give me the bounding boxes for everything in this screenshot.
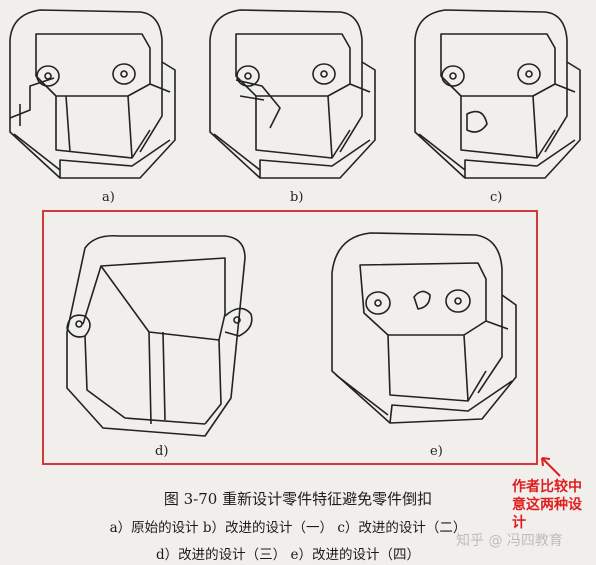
figure-label-a: a)	[102, 190, 115, 205]
figure-label-e: e)	[430, 444, 443, 459]
figure-caption-title: 图 3-70 重新设计零件特征避免零件倒扣	[163, 490, 433, 508]
part-drawing-c	[414, 9, 581, 179]
figure-label-c: c)	[490, 190, 503, 205]
figure-caption-line-2: d）改进的设计（三） e）改进的设计（四）	[156, 547, 420, 563]
annotation-note: 作者比较中意这两种设计	[512, 479, 582, 531]
figure-label-d: d)	[155, 444, 169, 459]
part-drawing-e	[331, 232, 517, 424]
figure-caption-line-1: a）原始的设计 b）改进的设计（一） c）改进的设计（二）	[109, 520, 467, 536]
highlight-box	[42, 210, 538, 465]
annotation-arrow-icon	[541, 457, 561, 477]
figure-label-b: b)	[290, 190, 304, 205]
watermark: 知乎 @ 冯四教育	[456, 533, 563, 549]
part-drawing-a	[9, 9, 176, 179]
part-drawing-d	[66, 234, 253, 437]
part-drawing-b	[209, 9, 376, 179]
